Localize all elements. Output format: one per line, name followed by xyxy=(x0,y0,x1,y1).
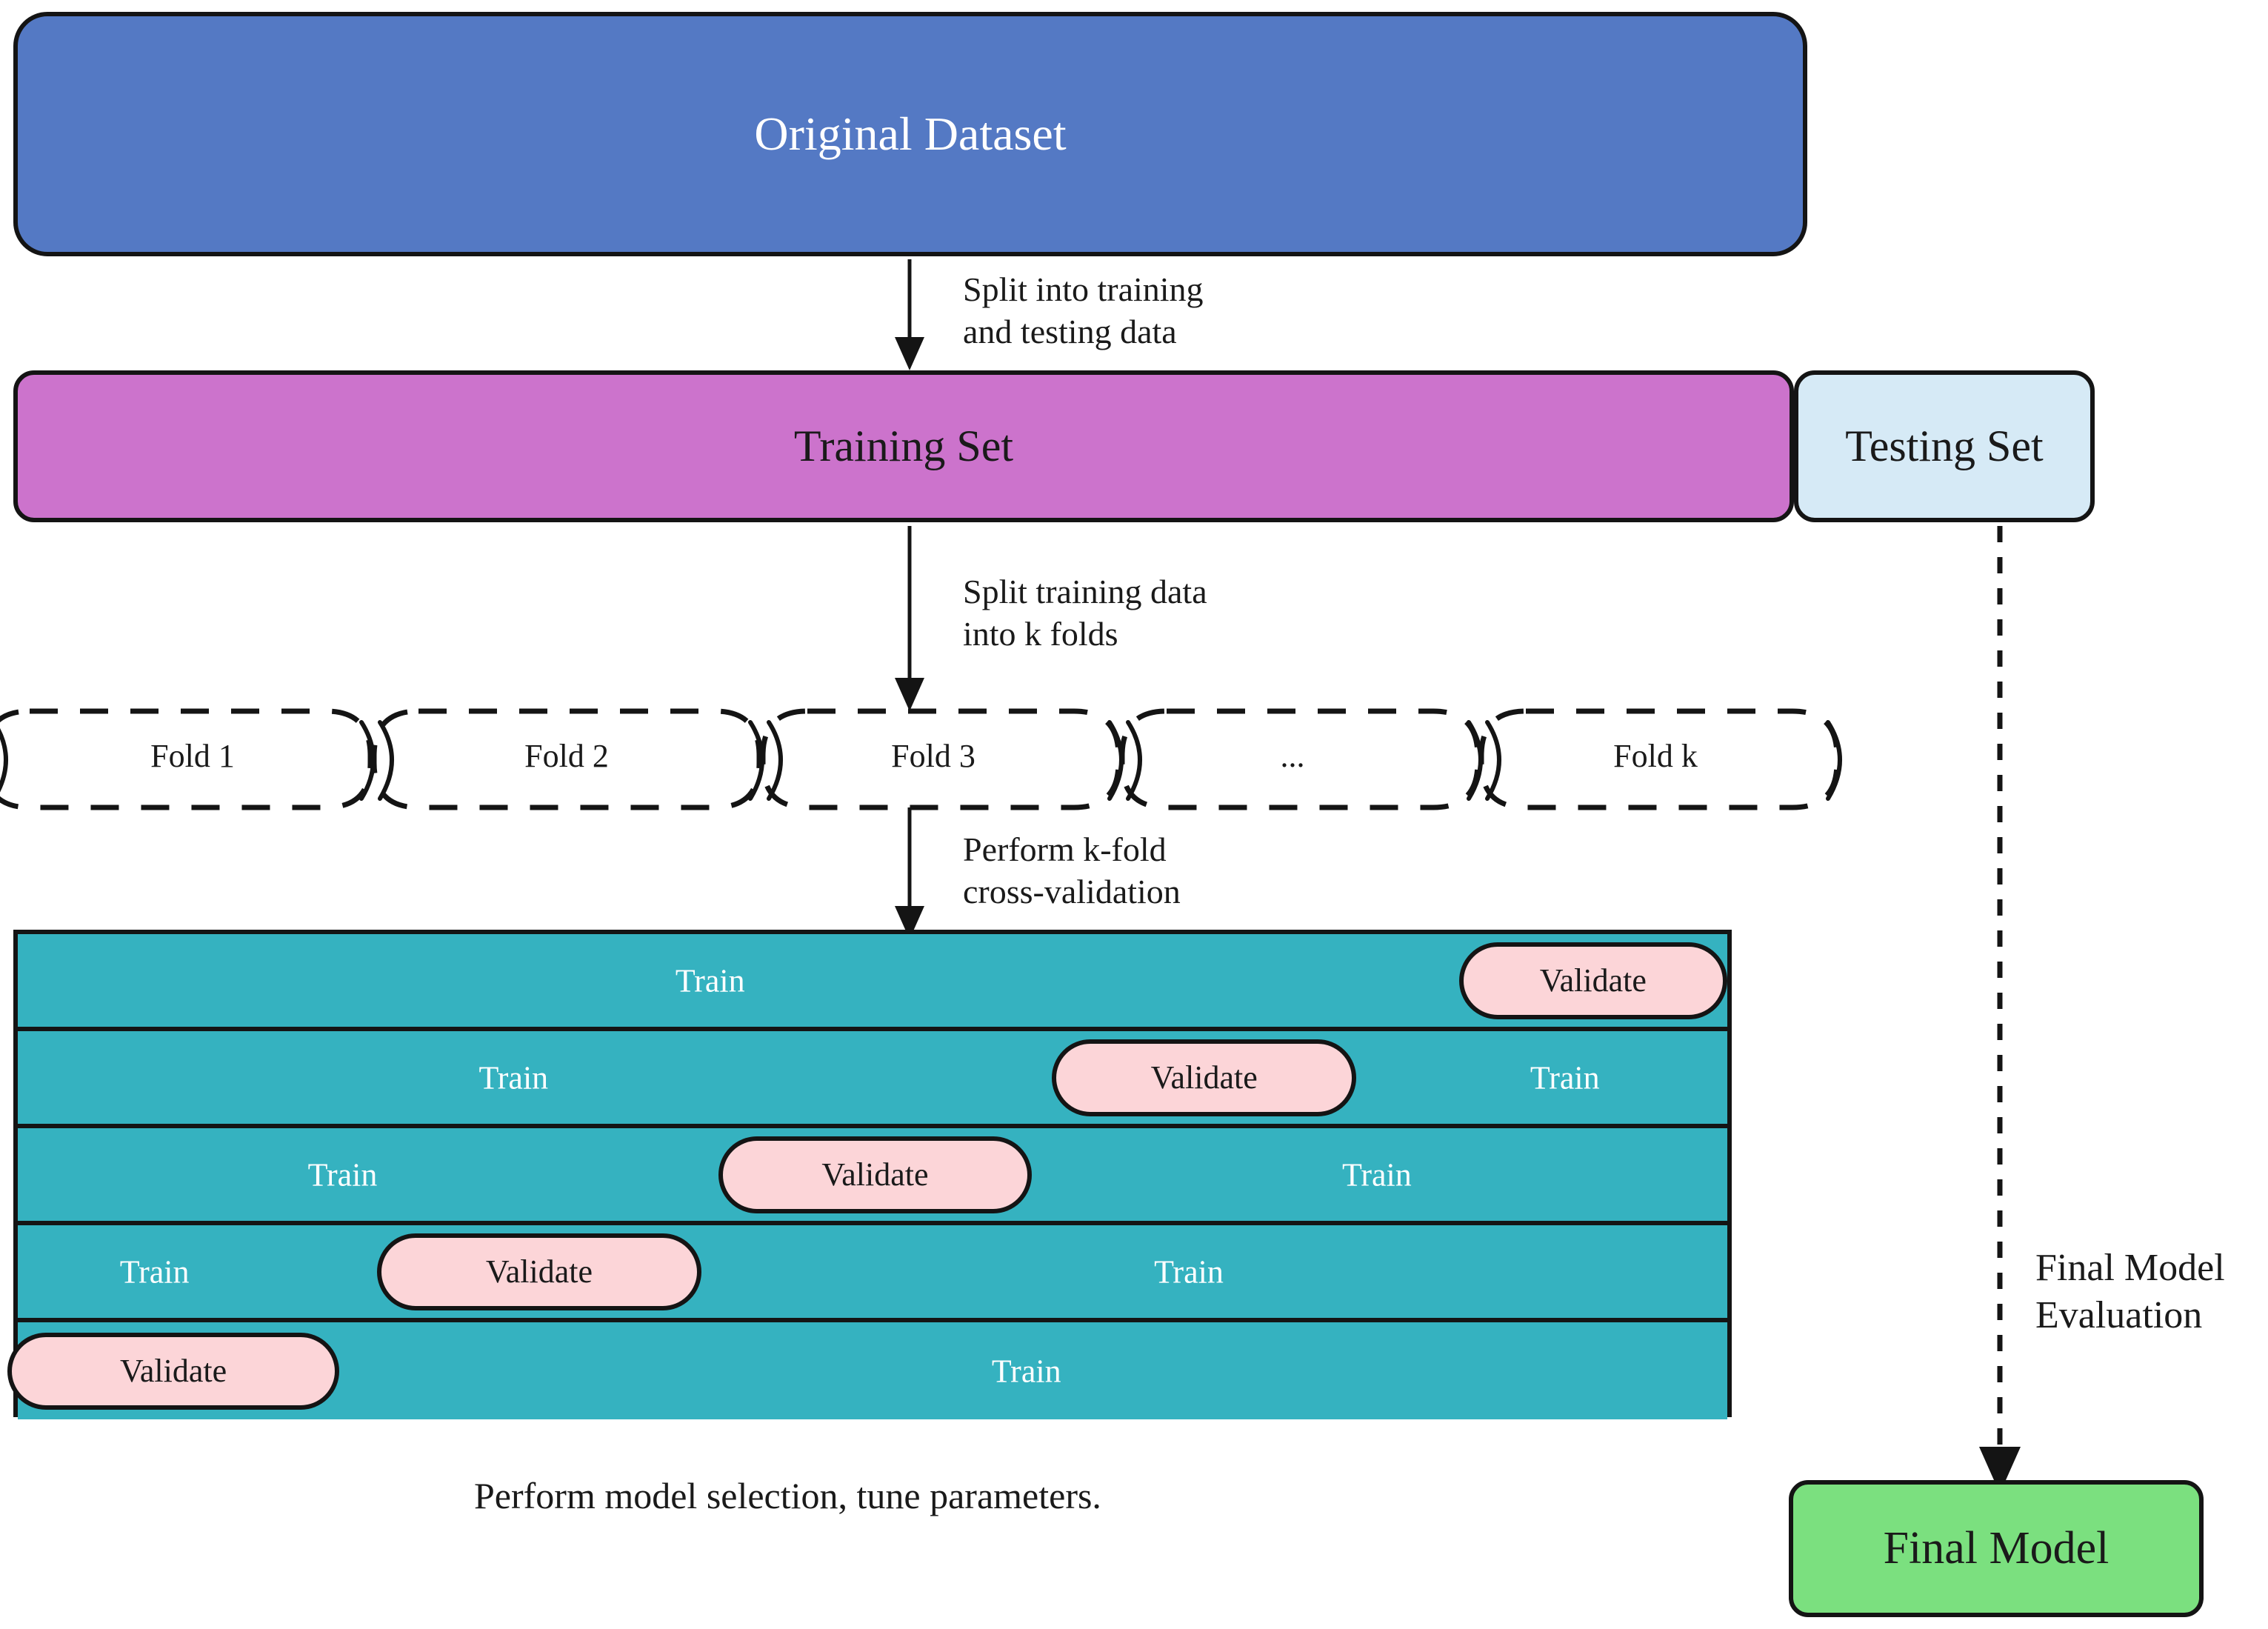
fold-label: ... xyxy=(1280,737,1305,774)
node-testing-set[interactable]: Testing Set xyxy=(1794,370,2095,522)
caption-perform-model-selection: Perform model selection, tune parameters… xyxy=(474,1475,1101,1516)
fold-cell[interactable]: ... xyxy=(1111,704,1474,807)
train-segment-label: Train xyxy=(1154,1253,1224,1290)
node-final-model-label: Final Model xyxy=(1883,1522,2109,1573)
edge-label-split-training-data-into-k-folds: Split training data into k folds xyxy=(963,573,1207,653)
validate-segment-label: Validate xyxy=(1150,1059,1258,1096)
validate-segment-label: Validate xyxy=(119,1353,227,1389)
cv-fold-row: Validate Train xyxy=(7,1322,1727,1419)
cv-fold-row: Train Validate xyxy=(18,934,1727,1031)
cv-fold-row: Train Validate Train xyxy=(18,1128,1727,1225)
node-training-set-label: Training Set xyxy=(793,421,1014,470)
validate-segment[interactable]: Validate xyxy=(718,1136,1032,1213)
validate-segment[interactable]: Validate xyxy=(1052,1039,1357,1116)
validate-segment-label: Validate xyxy=(821,1156,929,1193)
validate-segment[interactable]: Validate xyxy=(7,1332,339,1410)
cv-fold-row: Train Validate Train xyxy=(18,1031,1727,1128)
fold-label: Fold 1 xyxy=(150,737,235,774)
edge-label-perform-k-fold-cross-validation: Perform k-fold cross-validation xyxy=(963,830,1181,911)
train-segment-label: Train xyxy=(478,1059,549,1096)
train-segment-label: Train xyxy=(119,1253,190,1290)
edge-label-split-into-training-and-testing-data: Split into training and testing data xyxy=(963,270,1204,351)
validate-segment[interactable]: Validate xyxy=(376,1233,702,1310)
edge-label-final-model-evaluation: Final Model Evaluation xyxy=(2035,1247,2225,1337)
fold-label: Fold k xyxy=(1613,737,1698,774)
fold-cell[interactable]: Fold k xyxy=(1474,704,1837,807)
validate-segment-label: Validate xyxy=(485,1253,593,1290)
fold-cell[interactable]: Fold 3 xyxy=(756,704,1111,807)
validate-segment[interactable]: Validate xyxy=(1458,942,1727,1019)
fold-label: Fold 3 xyxy=(891,737,975,774)
node-training-set[interactable]: Training Set xyxy=(13,370,1794,522)
cv-fold-row: Train Validate Train xyxy=(18,1225,1727,1322)
train-segment-label: Train xyxy=(1530,1059,1600,1096)
train-segment-label: Train xyxy=(675,962,745,999)
node-original-dataset-label: Original Dataset xyxy=(754,107,1067,161)
fold-cell[interactable]: Fold 2 xyxy=(378,704,756,807)
fold-label: Fold 2 xyxy=(524,737,609,774)
validate-segment-label: Validate xyxy=(1539,962,1647,999)
train-segment-label: Train xyxy=(1341,1156,1412,1193)
node-final-model[interactable]: Final Model xyxy=(1789,1480,2204,1617)
node-testing-set-label: Testing Set xyxy=(1845,421,2044,470)
train-segment-label: Train xyxy=(991,1353,1061,1389)
folds-strip: Fold 1 Fold 2 Fold 3... Fold k xyxy=(7,704,1807,807)
fold-cell[interactable]: Fold 1 xyxy=(7,704,378,807)
node-original-dataset[interactable]: Original Dataset xyxy=(13,12,1807,256)
train-segment-label: Train xyxy=(307,1156,378,1193)
